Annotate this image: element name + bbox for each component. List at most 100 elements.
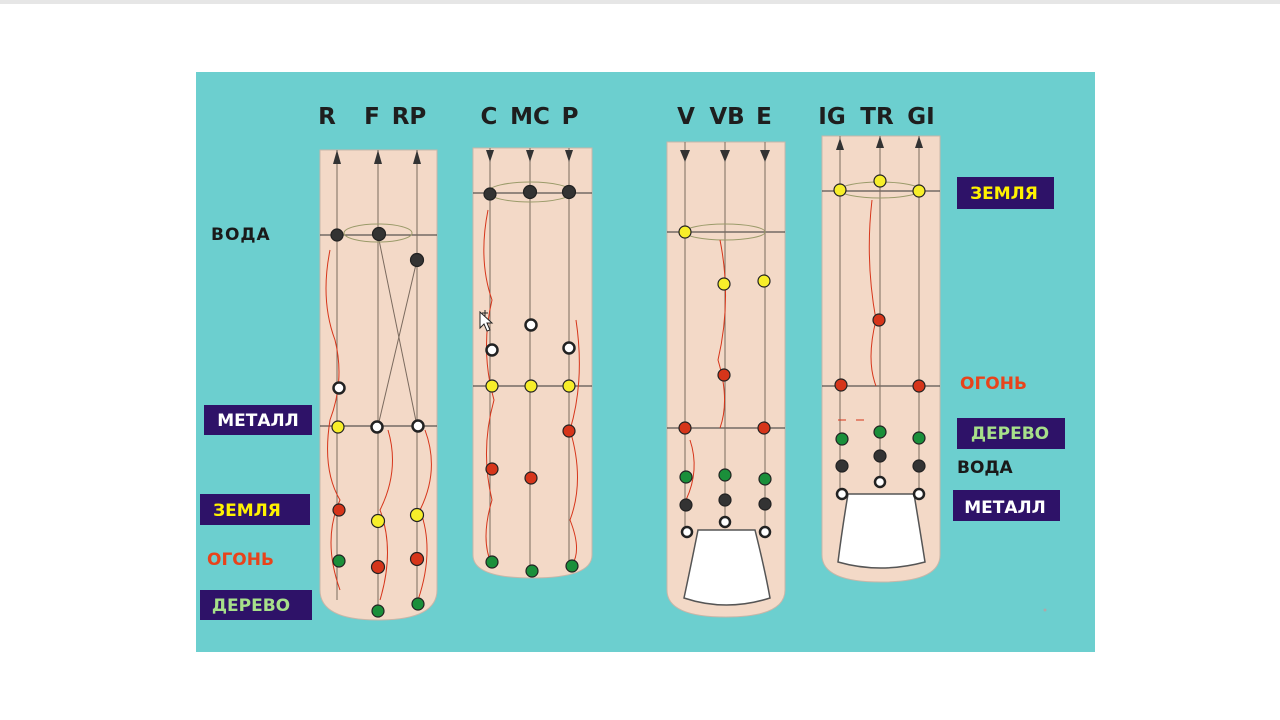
top-border	[0, 0, 1280, 4]
point-dot	[912, 379, 926, 393]
point-dot	[835, 432, 849, 446]
label-fire-right: ОГОНЬ	[960, 374, 1027, 394]
finger-panel-1	[319, 149, 438, 621]
point-dot	[562, 341, 576, 355]
heading-f3-2: E	[756, 104, 772, 130]
point-dot	[332, 503, 346, 517]
point-dot	[680, 525, 694, 539]
point-dot	[758, 525, 772, 539]
point-dot	[409, 551, 425, 567]
point-dot	[912, 184, 926, 198]
point-dot	[524, 318, 538, 332]
point-dot	[835, 459, 849, 473]
point-dot	[834, 378, 848, 392]
point-dot	[562, 379, 576, 393]
heading-f4-2: GI	[907, 104, 934, 130]
point-dot	[912, 487, 926, 501]
finger-panel-2	[472, 147, 593, 579]
point-dot	[524, 471, 538, 485]
heading-f4-0: IG	[818, 104, 845, 130]
point-dot	[757, 274, 771, 288]
point-dot	[485, 379, 499, 393]
point-dot	[833, 183, 847, 197]
label-earth-left: ЗЕМЛЯ	[213, 501, 281, 521]
point-dot	[717, 368, 731, 382]
label-earth-right-box	[957, 177, 1054, 209]
point-dot	[758, 472, 772, 486]
point-dot	[912, 459, 926, 473]
heading-f1-0: R	[318, 104, 336, 130]
label-wood-right: ДЕРЕВО	[971, 424, 1049, 444]
point-dot	[873, 475, 887, 489]
point-dot	[483, 187, 497, 201]
left-element-labels: ВОДА МЕТАЛЛ ЗЕМЛЯ ОГОНЬ ДЕРЕВО	[200, 225, 312, 620]
point-dot	[371, 604, 385, 618]
point-dot	[873, 174, 887, 188]
point-dot	[679, 498, 693, 512]
label-wood-right-box	[957, 418, 1065, 449]
point-dot	[562, 424, 576, 438]
point-dot	[409, 507, 425, 523]
point-dot	[912, 431, 926, 445]
point-dot	[679, 470, 693, 484]
point-dot	[409, 252, 425, 268]
heading-f4-1: TR	[860, 104, 894, 130]
point-dot	[873, 449, 887, 463]
label-fire-left: ОГОНЬ	[207, 550, 274, 570]
finger-shape-4	[821, 135, 941, 583]
label-water-right: ВОДА	[957, 458, 1014, 478]
label-water-left: ВОДА	[211, 225, 271, 245]
point-dot	[411, 419, 425, 433]
label-earth-left-box	[200, 494, 310, 525]
point-dot	[522, 184, 538, 200]
label-earth-right: ЗЕМЛЯ	[970, 184, 1038, 204]
nail-shape-3	[683, 529, 771, 606]
heading-f1-2: RP	[392, 104, 427, 130]
point-dot	[718, 468, 732, 482]
heading-f1-1: F	[364, 104, 380, 130]
label-wood-left-box	[200, 590, 312, 620]
point-dot	[370, 513, 386, 529]
point-dot	[485, 462, 499, 476]
point-dot	[371, 226, 387, 242]
point-dot	[411, 597, 425, 611]
finger-shape-2	[472, 147, 593, 579]
label-metal-left-box	[204, 405, 312, 435]
point-dot	[873, 425, 887, 439]
point-dot	[717, 277, 731, 291]
point-dot	[758, 497, 772, 511]
point-dot	[485, 555, 499, 569]
point-dot	[678, 421, 692, 435]
point-dot	[331, 420, 345, 434]
heading-f2-0: C	[481, 104, 498, 130]
label-metal-left: МЕТАЛЛ	[217, 411, 299, 431]
point-dot	[370, 559, 386, 575]
point-dot	[565, 559, 579, 573]
point-dot	[561, 184, 577, 200]
acupoint-dots	[330, 174, 926, 618]
heading-f3-0: V	[677, 104, 695, 130]
stray-dot	[1043, 608, 1047, 612]
label-wood-left: ДЕРЕВО	[212, 596, 290, 616]
point-dot	[872, 313, 886, 327]
point-dot	[835, 487, 849, 501]
label-metal-right: МЕТАЛЛ	[964, 498, 1046, 518]
point-dot	[718, 493, 732, 507]
point-dot	[524, 379, 538, 393]
point-dot	[485, 343, 499, 357]
nail-shape-4	[837, 493, 926, 569]
point-dot	[678, 225, 692, 239]
point-dot	[332, 554, 346, 568]
flow-arrows	[333, 136, 923, 164]
finger-headings: R F RP C MC P V VB E IG TR GI	[318, 104, 935, 130]
heading-f3-1: VB	[709, 104, 744, 130]
point-dot	[370, 420, 384, 434]
point-dot	[525, 564, 539, 578]
point-dot	[718, 515, 732, 529]
mouse-cursor	[479, 310, 494, 332]
point-dot	[330, 228, 344, 242]
point-dot	[332, 381, 346, 395]
label-metal-right-box	[953, 490, 1060, 521]
heading-f2-1: MC	[510, 104, 550, 130]
